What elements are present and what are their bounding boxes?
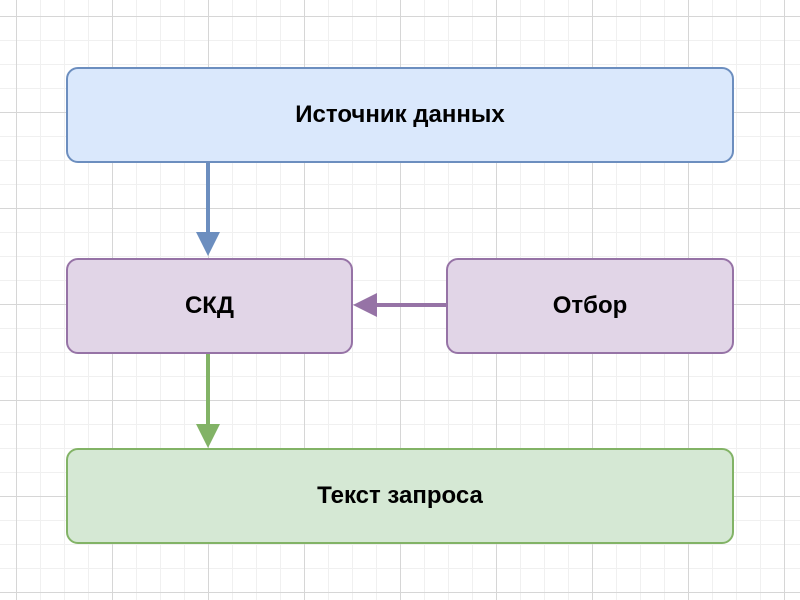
edge-source-to-skd[interactable] [196,162,220,256]
filter-node[interactable]: Отбор [446,258,734,354]
query-text-node[interactable]: Текст запроса [66,448,734,544]
skd-node-label: СКД [184,292,235,319]
edge-filter-to-skd[interactable] [353,293,447,317]
filter-node-label: Отбор [552,292,628,319]
source-node-label: Источник данных [295,101,505,128]
source-node[interactable]: Источник данных [66,67,734,163]
edge-skd-to-query-text[interactable] [196,353,220,448]
query-text-node-label: Текст запроса [317,482,483,509]
skd-node[interactable]: СКД [66,258,353,354]
